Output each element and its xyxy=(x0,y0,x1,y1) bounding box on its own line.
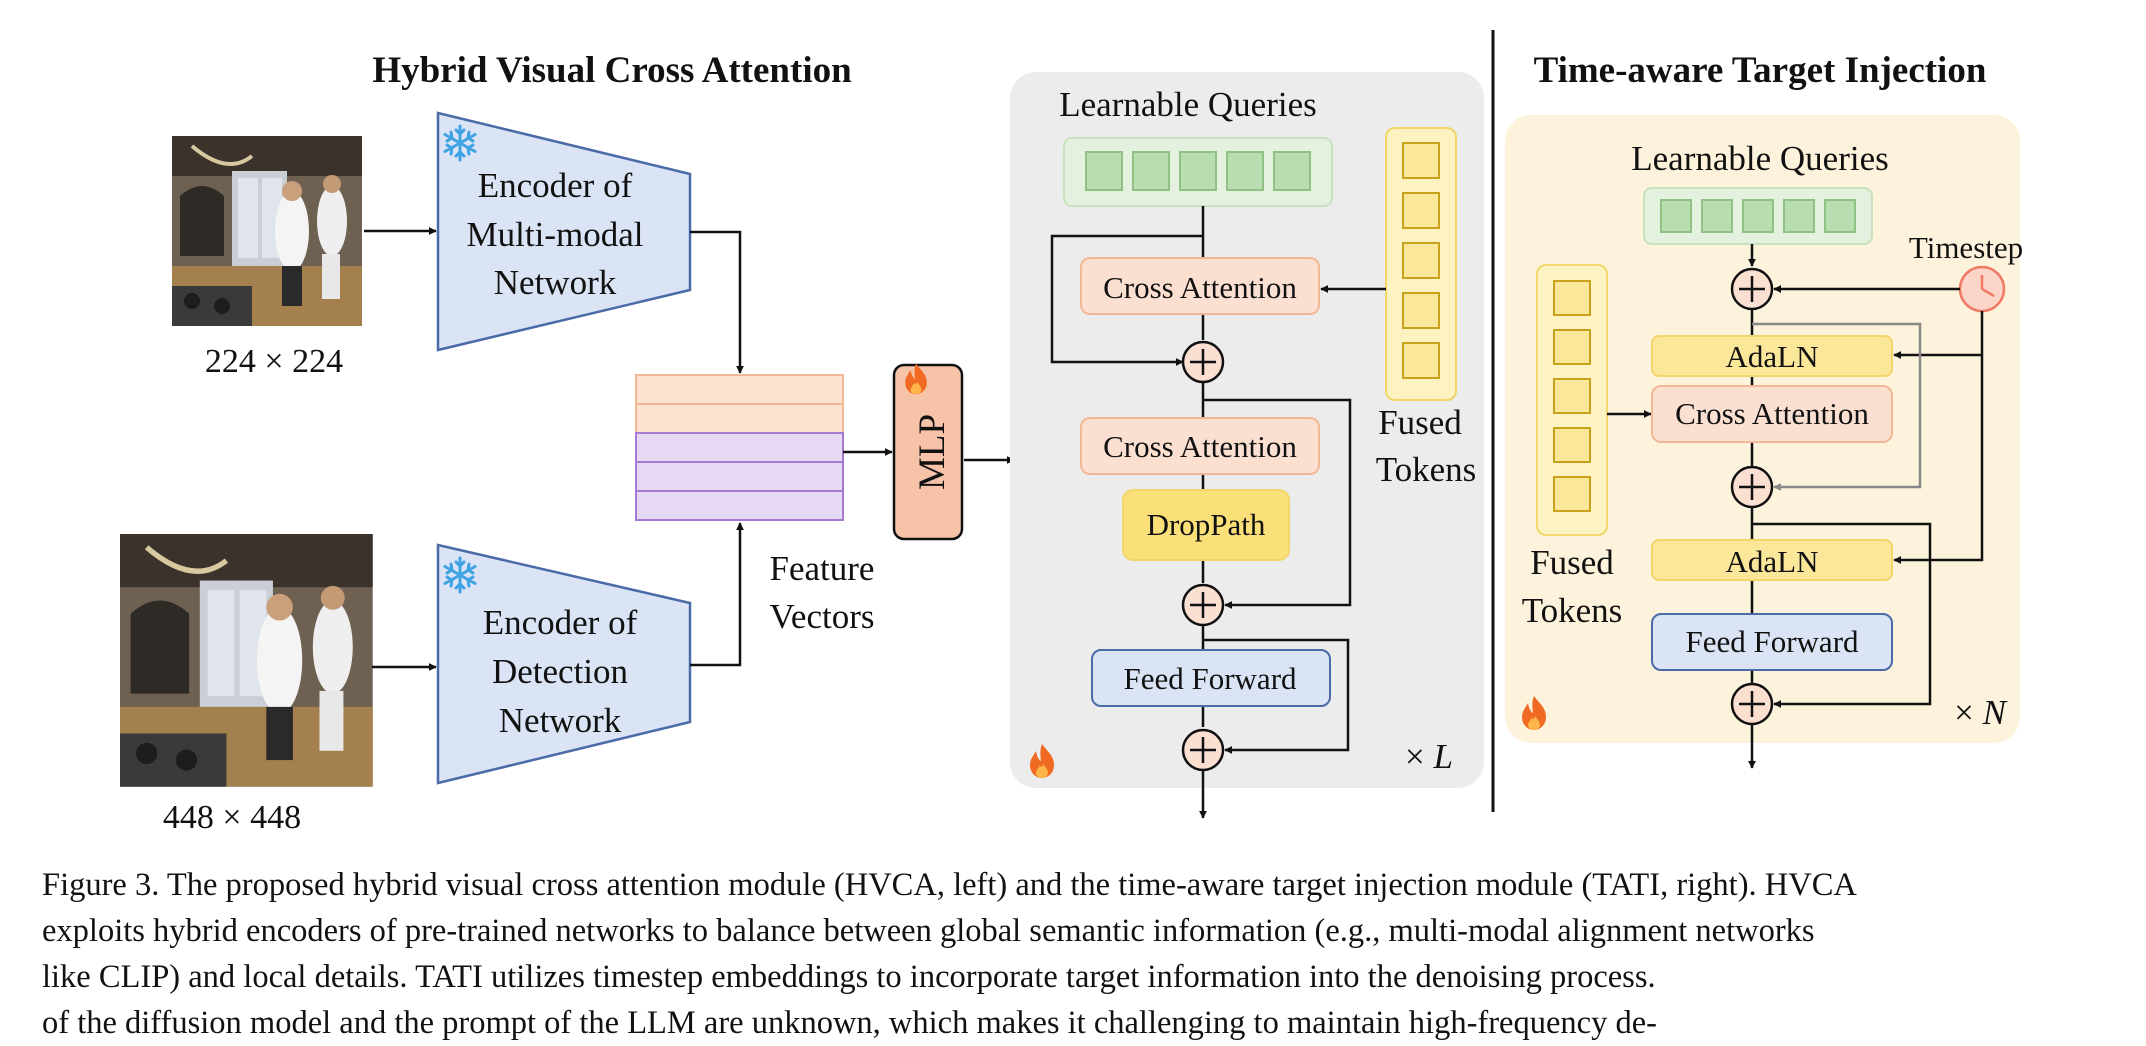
feature-vectors-label-line1: Feature xyxy=(770,549,875,588)
timestep-clock-icon xyxy=(1958,265,2006,313)
tati-feed-forward-label: Feed Forward xyxy=(1685,624,1859,659)
detection-encoder-line3: Network xyxy=(499,701,622,740)
tati-adaln-2: AdaLN xyxy=(1651,539,1893,581)
multimodal-encoder-line3: Network xyxy=(494,263,617,302)
tati-fused-tokens-label-line2: Tokens xyxy=(1522,591,1623,630)
hvca-title: Hybrid Visual Cross Attention xyxy=(372,50,852,91)
detection-encoder-line1: Encoder of xyxy=(483,603,638,642)
input-image-224 xyxy=(170,134,364,328)
tati-repeat-label: × N xyxy=(1954,693,2008,732)
mlp-block: MLP xyxy=(892,363,964,541)
caption-line-1: Figure 3. The proposed hybrid visual cro… xyxy=(42,867,1857,903)
caption-line-3: like CLIP) and local details. TATI utili… xyxy=(42,959,1656,995)
multimodal-encoder-line1: Encoder of xyxy=(478,166,633,205)
hvca-fused-tokens-label-line2: Tokens xyxy=(1376,450,1477,489)
input-size-224-label: 224 × 224 xyxy=(205,343,343,380)
tati-fused-tokens xyxy=(1536,264,1608,536)
hvca-feed-forward: Feed Forward xyxy=(1091,649,1331,707)
tati-learnable-queries xyxy=(1643,187,1873,245)
hvca-fused-tokens xyxy=(1385,127,1457,401)
hvca-droppath-label: DropPath xyxy=(1147,507,1266,542)
tati-cross-attention-label: Cross Attention xyxy=(1675,396,1869,431)
tati-add-3 xyxy=(1730,682,1774,726)
hvca-droppath: DropPath xyxy=(1122,489,1290,561)
hvca-cross-attention-1: Cross Attention xyxy=(1080,257,1320,315)
detection-encoder-line2: Detection xyxy=(492,652,628,691)
detection-encoder: Encoder of Detection Network xyxy=(436,543,692,785)
feature-vectors xyxy=(635,374,844,521)
tati-cross-attention: Cross Attention xyxy=(1651,385,1893,443)
method-figure: Hybrid Visual Cross Attention 224 × 224 … xyxy=(0,30,2023,836)
tati-add-2 xyxy=(1730,465,1774,509)
input-image-448 xyxy=(120,534,373,787)
tati-feed-forward: Feed Forward xyxy=(1651,613,1893,671)
hvca-add-3 xyxy=(1181,728,1225,772)
input-size-448-label: 448 × 448 xyxy=(163,799,301,836)
hvca-add-1 xyxy=(1181,340,1225,384)
tati-learnable-queries-label: Learnable Queries xyxy=(1631,139,1889,178)
multimodal-encoder-line2: Multi-modal xyxy=(467,215,644,254)
hvca-repeat-label: × L xyxy=(1405,737,1453,776)
hvca-add-2 xyxy=(1181,583,1225,627)
multimodal-encoder: Encoder of Multi-modal Network xyxy=(436,111,692,352)
hvca-cross-attention-2-label: Cross Attention xyxy=(1103,429,1297,464)
tati-title: Time-aware Target Injection xyxy=(1534,50,1987,91)
tati-fused-tokens-label-line1: Fused xyxy=(1530,543,1614,582)
hvca-learnable-queries-label: Learnable Queries xyxy=(1059,85,1317,124)
feature-vectors-label-line2: Vectors xyxy=(770,597,875,636)
tati-adaln-1-label: AdaLN xyxy=(1726,339,1819,374)
tati-adaln-1: AdaLN xyxy=(1651,335,1893,377)
hvca-fused-tokens-label-line1: Fused xyxy=(1378,403,1462,442)
caption-line-2: exploits hybrid encoders of pre-trained … xyxy=(42,913,1815,949)
tati-add-1 xyxy=(1730,267,1774,311)
hvca-cross-attention-2: Cross Attention xyxy=(1080,417,1320,475)
tati-adaln-2-label: AdaLN xyxy=(1726,544,1819,579)
tati-timestep-label: Timestep xyxy=(1909,230,2023,265)
hvca-feed-forward-label: Feed Forward xyxy=(1123,661,1297,696)
hvca-learnable-queries xyxy=(1063,137,1333,207)
mlp-label: MLP xyxy=(912,414,953,490)
body-text-continuation: of the diffusion model and the prompt of… xyxy=(42,1005,1657,1041)
figure-caption: Figure 3. The proposed hybrid visual cro… xyxy=(42,862,2102,1000)
hvca-cross-attention-1-label: Cross Attention xyxy=(1103,270,1297,305)
